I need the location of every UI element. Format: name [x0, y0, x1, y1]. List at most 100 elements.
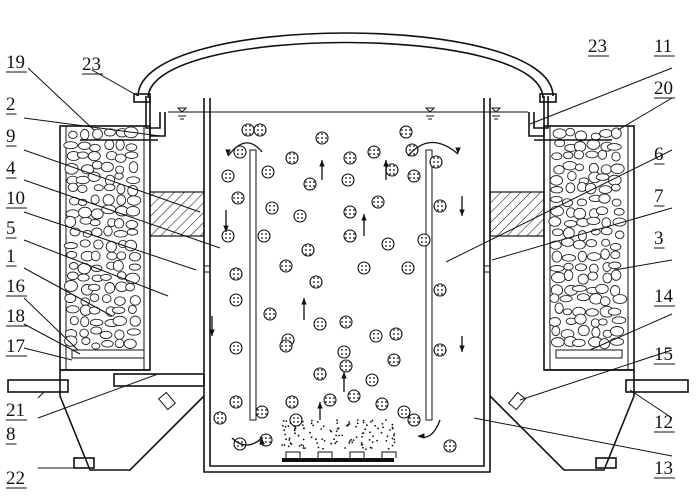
- pebble: [586, 139, 601, 150]
- air-bubble: [316, 442, 319, 444]
- pebble: [100, 273, 112, 281]
- air-bubble: [391, 423, 394, 426]
- pebble: [573, 141, 587, 152]
- pebble: [609, 337, 625, 346]
- carrier-ball: [417, 233, 431, 247]
- air-bubble: [289, 442, 292, 444]
- pebble: [600, 164, 612, 175]
- air-bubble: [283, 429, 286, 432]
- pebble: [565, 182, 576, 194]
- carrier-ball: [375, 397, 389, 411]
- air-bubble: [364, 428, 366, 431]
- pebble: [103, 128, 116, 137]
- air-bubble: [362, 419, 365, 422]
- callout-label-left-16: 16: [6, 276, 25, 297]
- callout-label-left-18: 18: [6, 306, 25, 327]
- air-bubble: [283, 444, 286, 446]
- pebble: [571, 338, 586, 348]
- pebble: [562, 160, 577, 171]
- pebble: [613, 207, 625, 216]
- pebble: [573, 150, 585, 160]
- pebble: [585, 150, 599, 159]
- carrier-ball: [293, 209, 307, 223]
- pebble: [587, 271, 598, 281]
- carrier-ball: [433, 343, 447, 357]
- pebble: [586, 252, 602, 261]
- leader-line: [613, 259, 673, 271]
- pebble: [600, 248, 610, 260]
- carrier-ball: [257, 229, 271, 243]
- carrier-ball: [315, 131, 329, 145]
- air-bubble: [370, 420, 372, 423]
- pebble: [104, 282, 116, 294]
- flow-arrow: [417, 419, 441, 439]
- pebble: [104, 183, 116, 192]
- leader-line: [23, 211, 197, 271]
- air-bubble: [369, 446, 372, 449]
- callout-label-left-17: 17: [6, 336, 25, 357]
- pebble: [563, 269, 574, 282]
- pebble: [63, 242, 78, 250]
- air-bubble: [348, 421, 350, 423]
- pebble: [599, 296, 611, 307]
- pebble: [576, 198, 588, 207]
- air-bubble: [386, 435, 389, 438]
- pebble: [87, 151, 101, 162]
- pebble: [595, 283, 609, 294]
- pebble: [114, 329, 125, 340]
- carrier-ball: [229, 267, 243, 281]
- pebble: [124, 151, 139, 159]
- carrier-ball: [397, 405, 411, 419]
- aerator-disc: [349, 451, 365, 458]
- pebble: [549, 175, 564, 186]
- air-bubble: [346, 424, 348, 427]
- air-bubble: [352, 439, 355, 442]
- pebble: [129, 315, 141, 327]
- air-bubble: [382, 426, 385, 429]
- pebble: [89, 293, 100, 302]
- carrier-ball: [285, 151, 299, 165]
- pebble: [559, 295, 573, 303]
- pebble: [90, 326, 103, 335]
- pebble: [610, 127, 622, 139]
- air-bubble: [323, 440, 326, 442]
- pebble: [597, 149, 608, 160]
- pebble: [128, 161, 139, 174]
- carrier-ball: [387, 353, 401, 367]
- pebble: [116, 183, 126, 195]
- carrier-ball: [301, 243, 315, 257]
- pebble: [66, 271, 79, 281]
- left-pebble-filter-column: [59, 125, 158, 371]
- pebble: [611, 151, 621, 162]
- pebble: [92, 128, 103, 140]
- aerator-disc: [317, 451, 333, 458]
- pebble: [550, 205, 564, 217]
- aerator-disc: [381, 451, 397, 458]
- pebble: [598, 185, 613, 194]
- pebble: [549, 240, 562, 250]
- carrier-ball: [279, 259, 293, 273]
- air-bubble: [285, 420, 288, 422]
- air-bubble: [281, 444, 284, 446]
- air-bubble: [297, 434, 300, 437]
- pebble: [69, 315, 79, 326]
- pebble: [611, 316, 627, 325]
- pebble: [600, 226, 613, 236]
- air-bubble: [377, 427, 380, 430]
- pebble: [87, 283, 101, 292]
- air-bubble: [362, 446, 364, 449]
- pebble: [585, 239, 597, 248]
- pebble: [112, 315, 127, 327]
- air-bubble: [281, 424, 284, 427]
- carrier-ball: [357, 261, 371, 275]
- air-bubble: [387, 447, 390, 450]
- air-bubble: [356, 422, 359, 425]
- air-bubble: [310, 436, 313, 439]
- pebble: [550, 186, 564, 194]
- air-bubble: [302, 438, 305, 441]
- pebble: [115, 139, 125, 151]
- pebble: [128, 263, 141, 271]
- pebble: [554, 302, 564, 314]
- callout-label-right-3: 3: [654, 228, 664, 249]
